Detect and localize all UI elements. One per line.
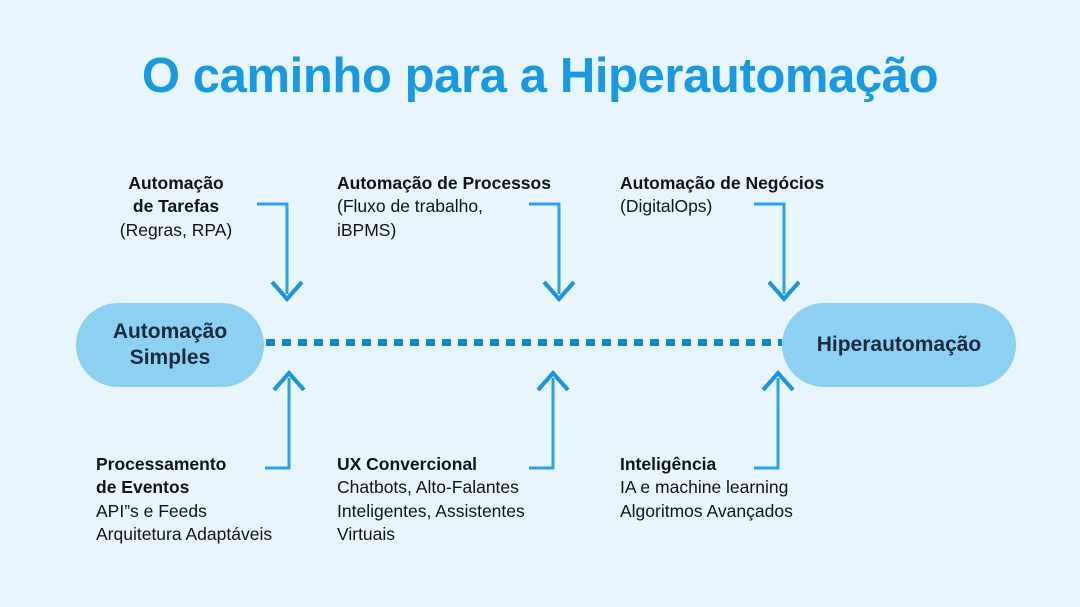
label-body: IA e machine learning Algoritmos Avançad… — [620, 477, 793, 521]
label-body: Chatbots, Alto-Falantes Inteligentes, As… — [337, 477, 525, 544]
node-hiperautomacao[interactable]: Hiperautomação — [782, 303, 1016, 387]
dotted-connector-line — [266, 339, 782, 346]
label-heading: Inteligência — [620, 454, 717, 474]
label-processamento-de-eventos: Processamento de Eventos API”s e Feeds A… — [96, 453, 336, 546]
label-inteligencia: Inteligência IA e machine learning Algor… — [620, 453, 870, 523]
label-automacao-de-processos: Automação de Processos (Fluxo de trabalh… — [337, 172, 592, 242]
label-ux-convercional: UX Convercional Chatbots, Alto-Falantes … — [337, 453, 587, 546]
arrow-down-tarefas — [257, 202, 304, 303]
label-body: (DigitalOps) — [620, 196, 713, 217]
label-heading: Automação de Processos — [337, 173, 551, 193]
arrow-down-processos — [529, 202, 576, 303]
label-heading: Automação de Tarefas — [128, 173, 224, 217]
label-body: (Regras, RPA) — [119, 219, 233, 240]
label-automacao-de-tarefas: Automação de Tarefas (Regras, RPA) — [86, 172, 266, 242]
arrow-up-eventos — [265, 369, 306, 470]
arrow-up-ux — [529, 369, 570, 470]
node-automacao-simples[interactable]: Automação Simples — [76, 303, 264, 387]
label-heading: Automação de Negócios — [620, 173, 825, 193]
arrow-down-negocios — [754, 202, 801, 303]
arrow-up-inteligencia — [754, 369, 795, 470]
label-body: API”s e Feeds Arquitetura Adaptáveis — [96, 500, 273, 544]
label-heading: Processamento de Eventos — [96, 454, 227, 498]
label-heading: UX Convercional — [337, 454, 478, 474]
label-automacao-de-negocios: Automação de Negócios (DigitalOps) — [620, 172, 870, 219]
label-body: (Fluxo de trabalho, iBPMS) — [337, 196, 483, 240]
page-title: O caminho para a Hiperautomação — [141, 49, 939, 103]
